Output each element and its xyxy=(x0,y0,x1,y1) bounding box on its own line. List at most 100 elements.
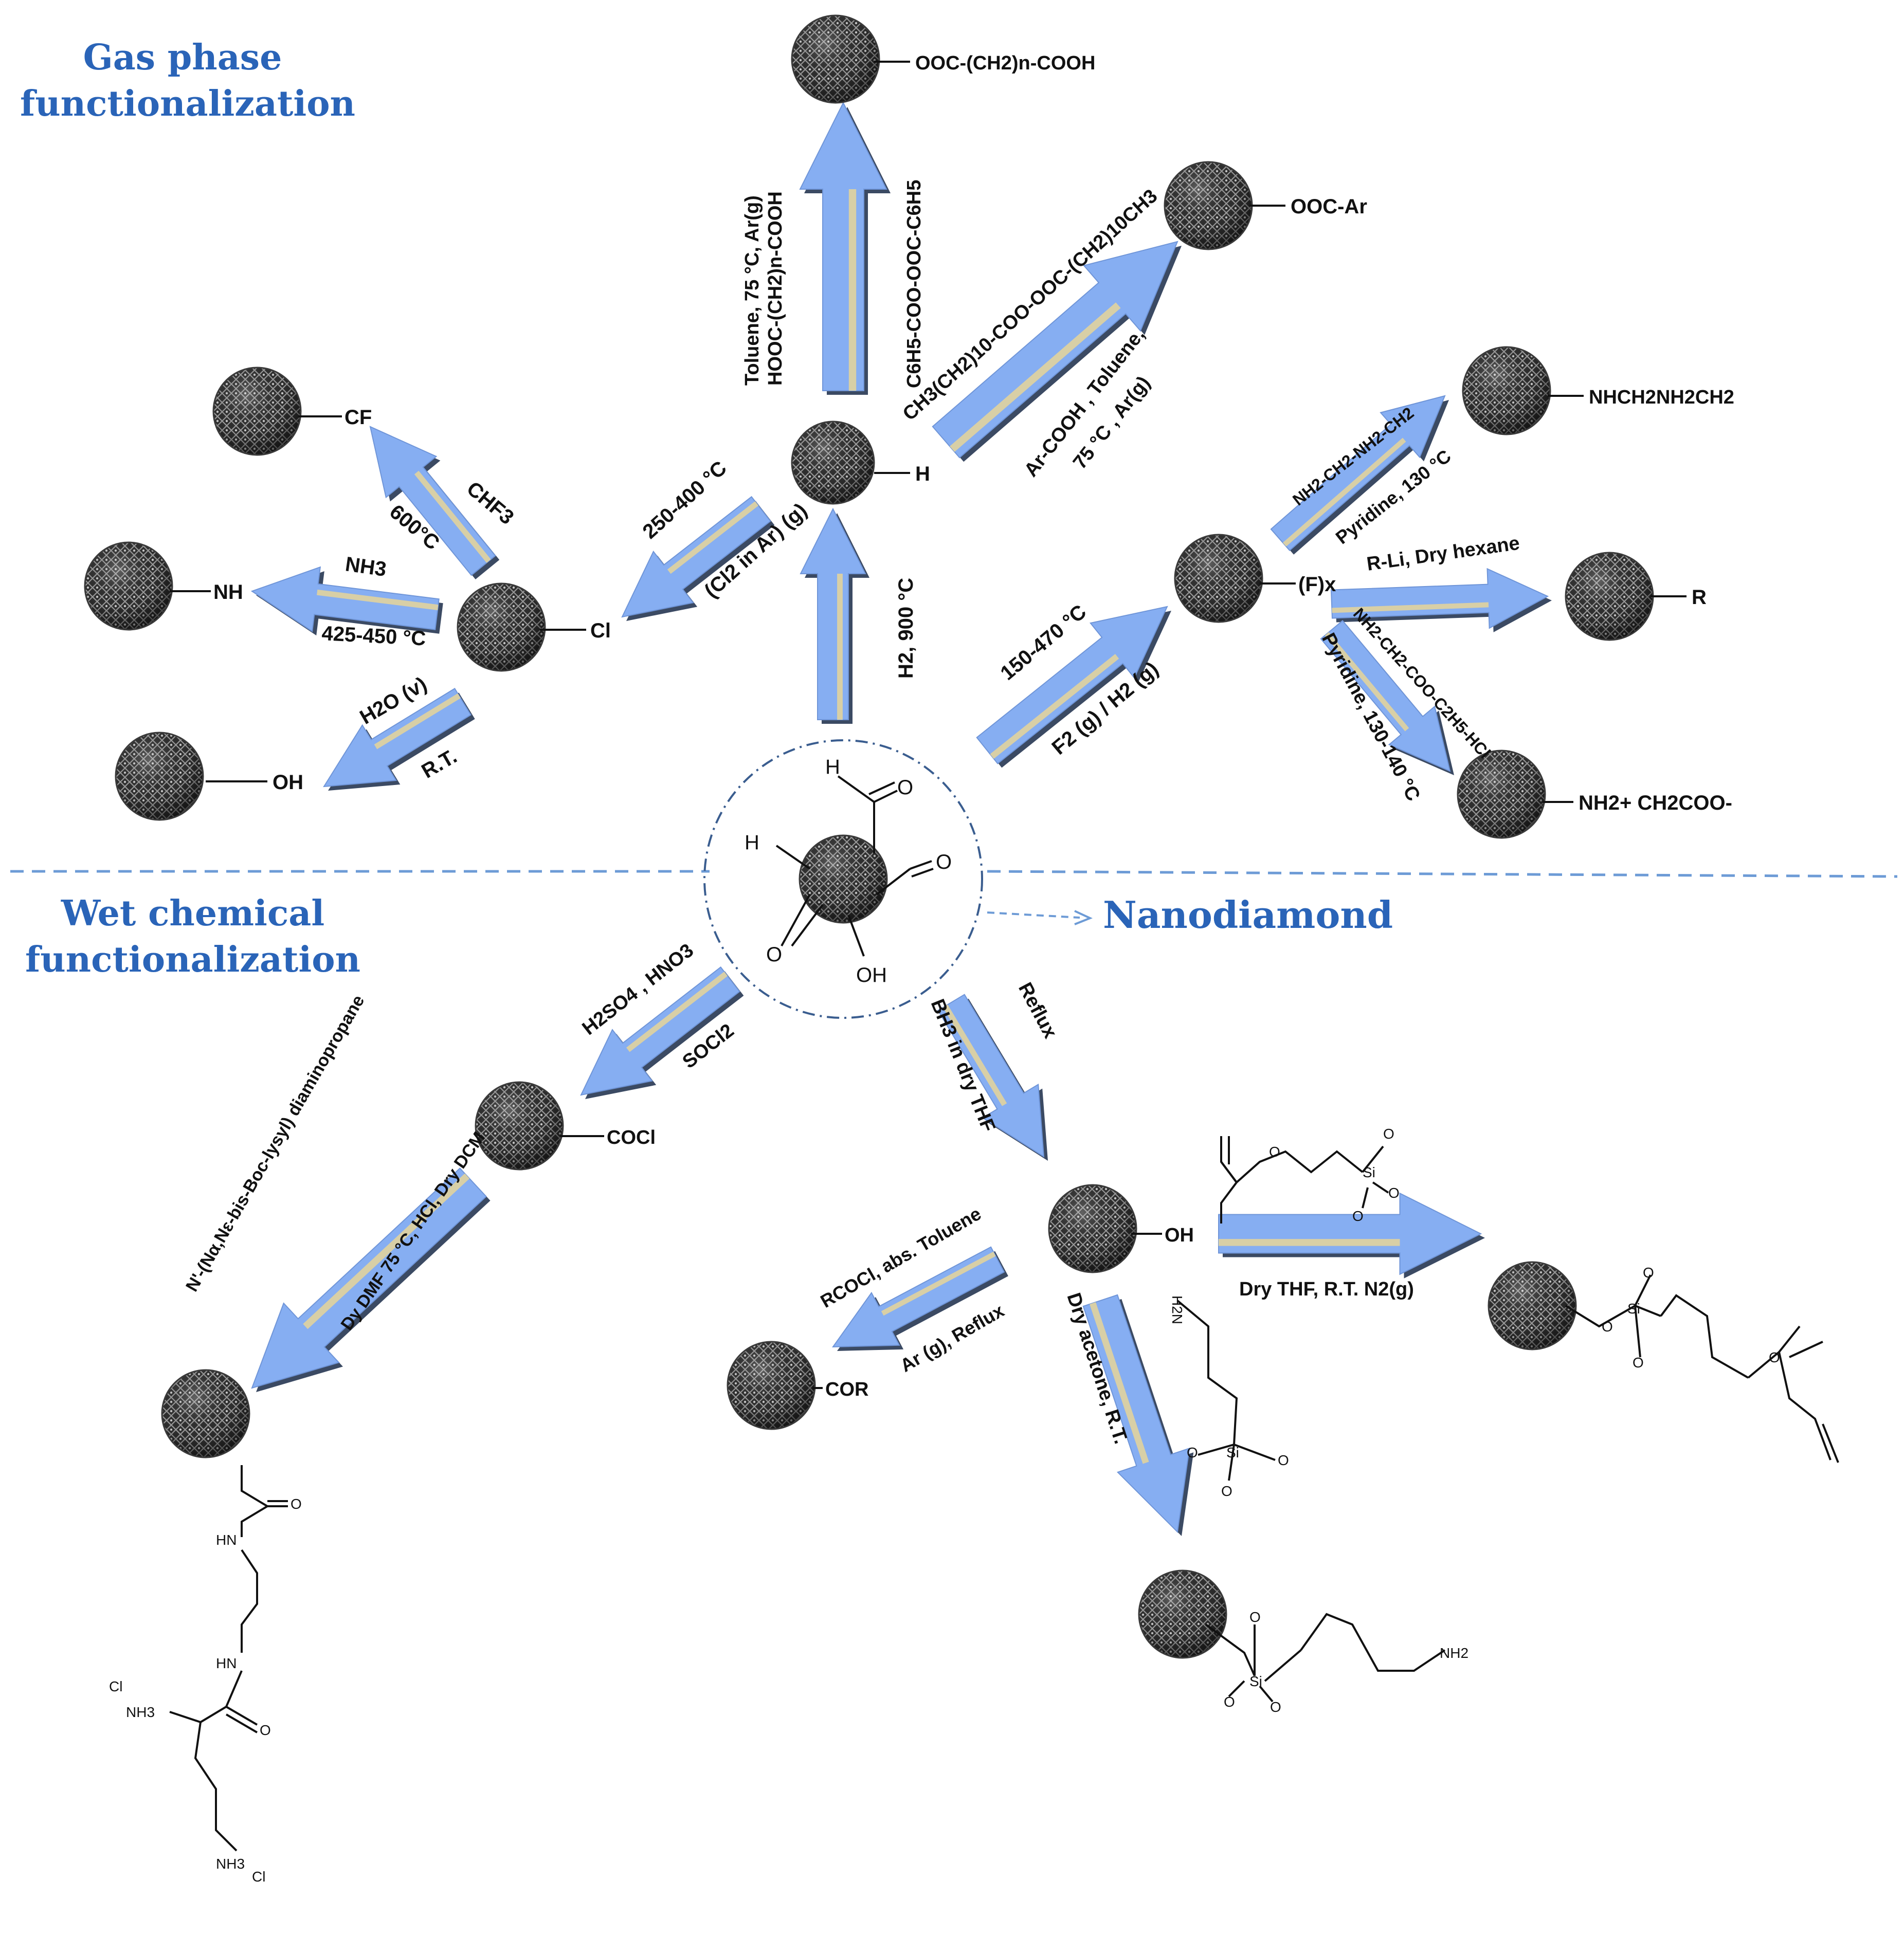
amino-product-nh2: NH2 xyxy=(1440,1645,1468,1661)
particle-aminosilane xyxy=(1138,1569,1227,1659)
cond-nh3: NH3 xyxy=(344,553,388,581)
product-fx: (F)x xyxy=(1298,573,1336,596)
aminosilane-reagent xyxy=(1176,1300,1276,1481)
lys-cl-top: Cl xyxy=(109,1678,122,1694)
vinylsilane-o3: O xyxy=(1388,1185,1400,1201)
silane-right-o1: O xyxy=(1602,1319,1613,1335)
center-o-bottom: O xyxy=(766,943,782,966)
vinylsilane-o1: O xyxy=(1269,1144,1280,1160)
product-nh2-ch2coo: NH2+ CH2COO- xyxy=(1579,792,1732,814)
arrow-to-oh-gas xyxy=(323,688,475,791)
arrow-to-oh-wet xyxy=(937,994,1048,1161)
cond-toluene1: Toluene, 75 °C, Ar(g) xyxy=(741,195,763,386)
cond-h2-900: H2, 900 °C xyxy=(895,578,917,679)
center-h-top: H xyxy=(825,756,840,778)
lys-nh3-bottom: NH3 xyxy=(216,1856,245,1872)
cond-benzoyl: C6H5-COO-OOC-C6H5 xyxy=(903,180,925,388)
vinylsilane-si: Si xyxy=(1363,1164,1375,1180)
particle-ooc-chain xyxy=(791,14,880,104)
particle-cf xyxy=(212,367,302,456)
amino-product-o2: O xyxy=(1224,1694,1235,1710)
lysine-product xyxy=(169,1465,288,1852)
cond-chf3: CHF3 xyxy=(462,477,518,529)
vinylsilane-o2: O xyxy=(1383,1126,1394,1142)
wet-title-line1: Wet chemical xyxy=(61,893,324,934)
nanodiamond-label: Nanodiamond xyxy=(1103,893,1393,937)
center-pointer-head xyxy=(1074,910,1093,925)
center-dashed-circle xyxy=(703,739,983,1019)
silane-right-o4: O xyxy=(1769,1349,1780,1365)
silane-product-right xyxy=(1565,1274,1839,1463)
product-oh-wet: OH xyxy=(1165,1225,1194,1246)
center-oh: OH xyxy=(856,964,887,987)
silane-right-o3: O xyxy=(1633,1355,1644,1371)
cond-drythf: Dry THF, R.T. N2(g) xyxy=(1239,1279,1414,1300)
product-cor: COR xyxy=(825,1379,868,1400)
cond-hooc: HOOC-(CH2)n-COOH xyxy=(765,191,786,386)
arrow-to-ooc-ar xyxy=(932,241,1182,462)
cond-rt: R.T. xyxy=(418,745,461,783)
lys-hn1: HN xyxy=(216,1532,237,1548)
center-pointer-line xyxy=(987,911,1080,919)
particle-nh2-ch2coo xyxy=(1457,750,1546,839)
product-cf: CF xyxy=(344,406,372,429)
particle-cor xyxy=(727,1341,816,1430)
reaction-arrows xyxy=(250,101,1552,1536)
particle-h xyxy=(791,421,875,505)
cond-reflux: Reflux xyxy=(1014,979,1061,1042)
center-molecule xyxy=(775,775,934,957)
product-ooc-chain: OOC-(CH2)n-COOH xyxy=(915,52,1095,74)
lys-o1: O xyxy=(291,1496,302,1512)
lys-cl-bottom: Cl xyxy=(252,1869,265,1885)
particle-fx xyxy=(1174,534,1263,623)
lys-nh3-top: NH3 xyxy=(126,1704,155,1720)
center-o-top: O xyxy=(897,776,913,799)
particle-oh-gas xyxy=(115,732,204,821)
product-r: R xyxy=(1692,586,1707,609)
product-cocl: COCl xyxy=(607,1127,656,1148)
divider-right xyxy=(987,870,1898,878)
particle-silane-right xyxy=(1488,1261,1577,1350)
arrow-to-r xyxy=(1330,568,1552,632)
particle-nhch2 xyxy=(1462,346,1551,435)
arrow-to-nhch2 xyxy=(1270,395,1449,555)
product-ooc-ar: OOC-Ar xyxy=(1291,195,1367,218)
cond-425: 425-450 °C xyxy=(321,622,427,650)
particle-r xyxy=(1565,552,1654,641)
silane-right-si: Si xyxy=(1627,1301,1640,1317)
lys-hn2: HN xyxy=(216,1655,237,1671)
substituent-bonds xyxy=(170,61,1687,1389)
arrow-to-cl xyxy=(621,496,775,621)
gas-title-line2: functionalization xyxy=(20,83,355,124)
particle-cl xyxy=(457,582,546,672)
arrow-to-nh2 xyxy=(250,566,443,636)
aminosilane-product xyxy=(1205,1613,1446,1703)
cond-rli: R-Li, Dry hexane xyxy=(1365,533,1521,575)
arrow-to-nh2-ch2coo xyxy=(1320,619,1454,775)
aminosilane-o2: O xyxy=(1278,1452,1289,1468)
center-o-right: O xyxy=(936,851,952,873)
particle-ooc-ar xyxy=(1164,161,1253,250)
arrow-to-fx xyxy=(976,606,1171,768)
aminosilane-si: Si xyxy=(1226,1445,1239,1460)
aminosilane-o3: O xyxy=(1221,1483,1232,1499)
product-nhch2: NHCH2NH2CH2 xyxy=(1589,387,1734,408)
particle-lysine xyxy=(161,1369,250,1458)
particle-center xyxy=(799,834,888,924)
arrow-to-silane-right xyxy=(1218,1192,1485,1279)
particle-nh2 xyxy=(84,541,173,631)
amino-product-o3: O xyxy=(1270,1699,1281,1715)
center-h-left: H xyxy=(745,831,759,854)
silane-right-o2: O xyxy=(1643,1265,1654,1281)
lys-o2: O xyxy=(260,1722,271,1738)
nanodiamond-particles xyxy=(84,14,1654,1659)
cond-boc: N'-(Nα,Nε-bis-Boc-lysyl) diaminopropane xyxy=(182,992,368,1295)
cond-dmf: Dy DMF 75 °C, HCl, Dry DCM xyxy=(337,1128,489,1334)
product-cl: Cl xyxy=(590,619,611,642)
vinylsilane-o4: O xyxy=(1352,1208,1364,1224)
arrow-to-cor xyxy=(832,1246,1008,1351)
arrow-to-aminosilane xyxy=(1082,1294,1194,1536)
amino-product-si: Si xyxy=(1249,1673,1262,1689)
